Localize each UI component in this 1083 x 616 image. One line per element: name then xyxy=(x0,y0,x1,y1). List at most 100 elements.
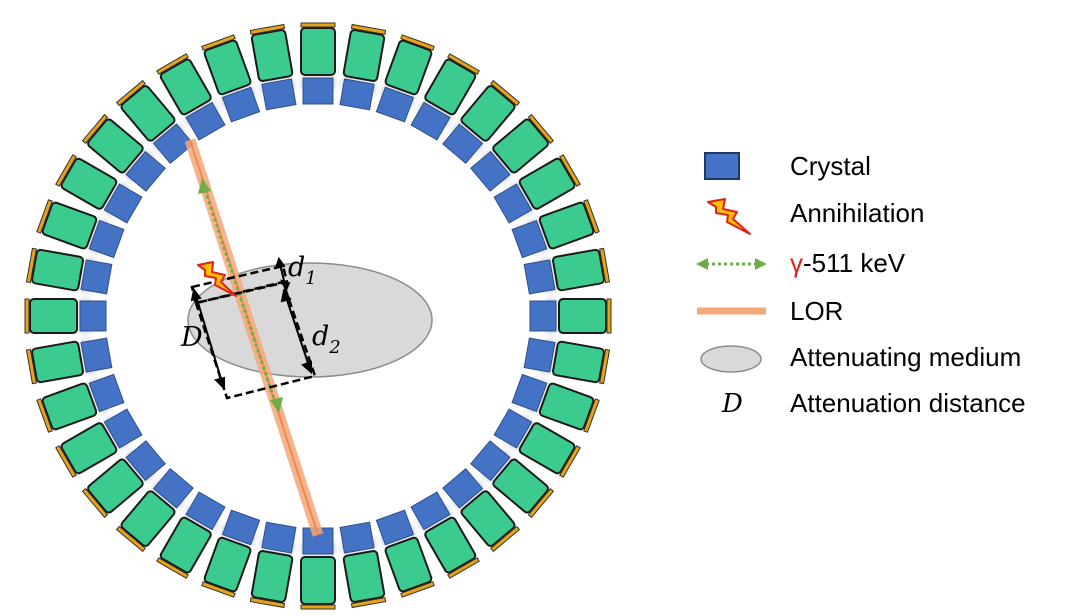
crystal xyxy=(375,509,415,546)
readout-bar xyxy=(55,154,77,187)
detector-module xyxy=(410,491,480,579)
detector-block xyxy=(342,550,386,603)
readout-bar xyxy=(55,445,77,478)
detector-block xyxy=(460,85,516,142)
readout-bar xyxy=(350,597,387,609)
crystal xyxy=(339,521,375,554)
crystal xyxy=(221,86,261,123)
gamma-arrowhead-bottom xyxy=(270,397,283,413)
detector-block xyxy=(538,382,595,431)
detector-module xyxy=(81,440,166,519)
label-d1: d1 xyxy=(288,252,317,289)
crystal xyxy=(523,259,556,295)
crystal xyxy=(511,373,548,413)
readout-bar xyxy=(81,113,109,144)
detector-block xyxy=(552,248,605,292)
legend-gamma-arrow-right xyxy=(755,258,767,270)
readout-bar xyxy=(447,557,480,579)
detector-module xyxy=(375,34,435,123)
crystal xyxy=(88,219,125,259)
detector-module xyxy=(470,440,555,519)
detector-block xyxy=(250,29,294,82)
crystal xyxy=(88,373,125,413)
detector-block xyxy=(384,39,433,96)
detector-module xyxy=(339,521,387,609)
detector-module xyxy=(300,22,336,105)
crystal xyxy=(221,509,261,546)
detector-module xyxy=(511,373,600,433)
detector-module xyxy=(24,298,107,334)
detector-module xyxy=(25,337,113,385)
readout-bar xyxy=(201,581,236,598)
detector-module xyxy=(511,199,600,259)
legend-distance-symbol: D xyxy=(721,389,743,419)
legend-distance-label: Attenuation distance xyxy=(790,388,1026,418)
readout-bar xyxy=(249,597,286,609)
legend-medium-swatch xyxy=(700,345,762,373)
dimension-D-arrow xyxy=(190,287,225,391)
crystal xyxy=(375,86,415,123)
detector-block xyxy=(460,490,516,547)
detector-module xyxy=(442,79,521,164)
crystal xyxy=(410,491,451,531)
readout-bar xyxy=(300,604,336,610)
readout-bar xyxy=(36,398,53,433)
detector-block xyxy=(300,556,336,605)
legend-crystal-label: Crystal xyxy=(790,151,871,181)
detector-module xyxy=(249,23,297,111)
detector-ring xyxy=(24,22,612,610)
readout-bar xyxy=(583,199,600,234)
readout-bar xyxy=(527,488,555,519)
readout-bar xyxy=(201,34,236,51)
readout-bar xyxy=(599,247,611,284)
detector-block xyxy=(384,536,433,593)
detector-block xyxy=(159,58,212,116)
detector-block xyxy=(41,382,98,431)
detector-module xyxy=(36,373,125,433)
annihilation-lightning-icon xyxy=(197,261,237,297)
crystal xyxy=(493,408,533,449)
detector-module xyxy=(470,113,555,192)
crystal xyxy=(302,77,334,105)
gamma-arrowhead-top xyxy=(198,178,211,194)
detector-module xyxy=(55,154,143,224)
readout-bar xyxy=(490,79,521,107)
readout-bar xyxy=(156,53,189,75)
detector-block xyxy=(300,27,336,76)
detector-block xyxy=(120,85,176,142)
crystal xyxy=(125,440,166,482)
crystal xyxy=(80,337,113,373)
dimension-d2-arrow xyxy=(280,288,312,375)
detector-block xyxy=(31,248,84,292)
crystal xyxy=(529,300,557,332)
readout-bar xyxy=(25,348,37,385)
readout-bar xyxy=(25,247,37,284)
detector-module xyxy=(156,491,226,579)
readout-bar xyxy=(115,79,146,107)
crystal xyxy=(79,300,107,332)
gamma-photon-arrow xyxy=(203,189,277,403)
dimension-d1-arrow xyxy=(274,256,291,293)
detector-block xyxy=(424,516,477,574)
detector-block xyxy=(29,298,78,334)
detector-block xyxy=(87,458,144,514)
readout-bar xyxy=(527,113,555,144)
crystal xyxy=(442,468,484,509)
crystal xyxy=(511,219,548,259)
detector-block xyxy=(41,201,98,250)
crystal xyxy=(103,183,143,224)
crystal xyxy=(185,101,226,141)
detector-block xyxy=(552,340,605,384)
legend-crystal-swatch xyxy=(704,152,740,180)
detector-block xyxy=(87,118,144,174)
readout-bar xyxy=(249,23,286,35)
crystal xyxy=(103,408,143,449)
legend-medium-label: Attenuating medium xyxy=(790,342,1021,372)
readout-bar xyxy=(350,23,387,35)
detector-module xyxy=(25,247,113,295)
label-D: D xyxy=(180,322,203,353)
detector-block xyxy=(342,29,386,82)
legend-annihilation-label: Annihilation xyxy=(790,198,924,228)
readout-bar xyxy=(300,22,336,28)
crystal xyxy=(442,123,484,164)
